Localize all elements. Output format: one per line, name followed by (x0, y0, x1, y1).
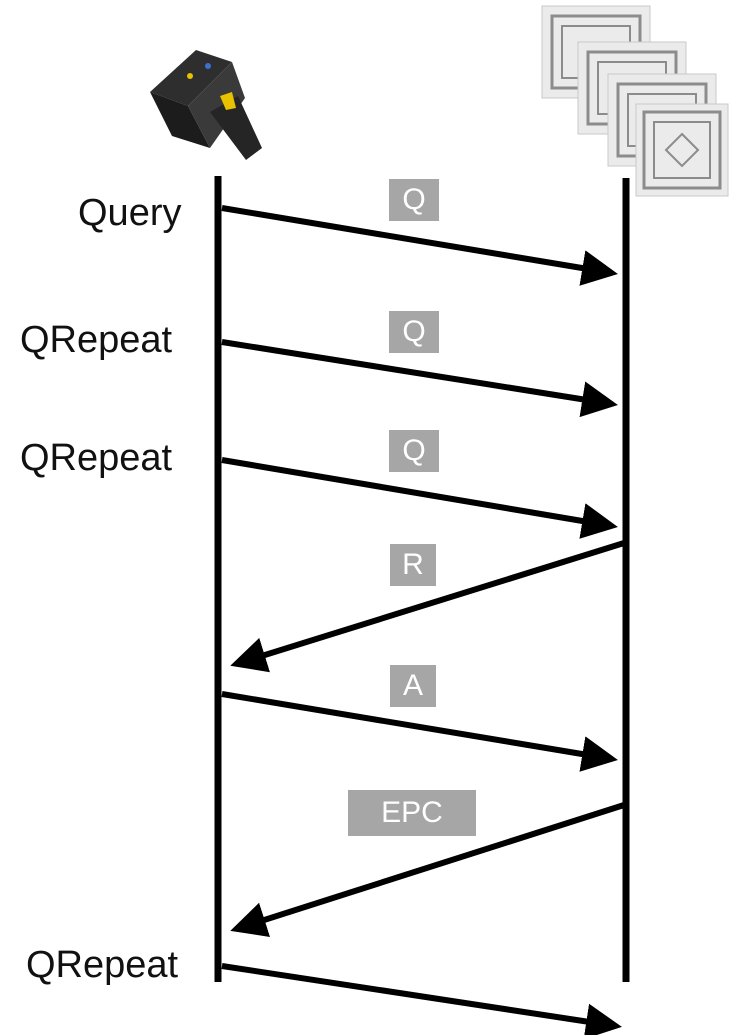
arrow-qrepeat-q-1 (221, 339, 618, 418)
arrow-query-q (221, 205, 618, 286)
arrow-ack (221, 691, 618, 772)
message-label-epc: EPC (348, 790, 476, 836)
arrow-qrepeat-q-2 (221, 457, 618, 539)
rfid-reader-icon (150, 50, 262, 160)
message-label-q-1: Q (389, 179, 439, 221)
command-label-qrepeat-3: QRepeat (26, 944, 179, 986)
arrow-rn16-response (230, 540, 625, 673)
message-label-a: A (390, 665, 436, 707)
arrow-epc-response (230, 802, 625, 938)
arrow-qrepeat-q-3 (221, 963, 622, 1035)
message-label-q-2: Q (389, 311, 439, 353)
command-label-qrepeat-2: QRepeat (20, 437, 173, 479)
command-label-query: Query (78, 192, 182, 234)
command-label-qrepeat-1: QRepeat (20, 319, 173, 361)
rfid-tags-icon (541, 5, 729, 197)
message-label-q-3: Q (389, 430, 439, 472)
message-label-r: R (390, 544, 436, 586)
